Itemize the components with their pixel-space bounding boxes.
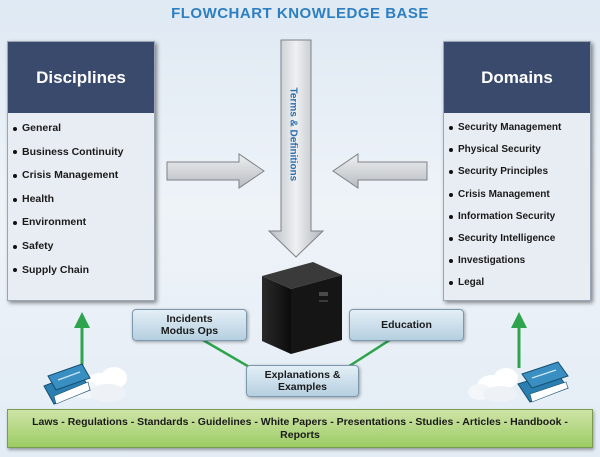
list-item: Safety [13,235,154,259]
education-bubble: Education [349,309,464,341]
list-item: Physical Security [449,139,590,161]
list-item: Crisis Management [449,184,590,206]
disciplines-panel: Disciplines General Business Continuity … [7,41,155,301]
list-item: Health [13,188,154,212]
domains-list: Security Management Physical Security Se… [444,113,590,295]
page-title: FLOWCHART KNOWLEDGE BASE [171,5,429,22]
server-icon [262,262,342,354]
sources-bar: Laws - Regulations - Standards - Guideli… [7,409,593,448]
disciplines-list: General Business Continuity Crisis Manag… [8,113,154,282]
left-arrow [332,153,428,189]
terms-definitions-label: Terms & Definitions [287,87,299,182]
books-icon [517,361,569,403]
list-item: Crisis Management [13,164,154,188]
list-item: Business Continuity [13,141,154,165]
list-item: Supply Chain [13,259,154,283]
list-item: General [13,117,154,141]
center-down-arrow [267,39,325,258]
list-item: Investigations [449,250,590,272]
incidents-bubble: Incidents Modus Ops [132,309,247,341]
right-arrow [166,153,265,189]
sources-text: Laws - Regulations - Standards - Guideli… [32,415,568,441]
domains-heading: Domains [444,42,590,113]
list-item: Security Management [449,117,590,139]
list-item: Security Intelligence [449,228,590,250]
disciplines-heading: Disciplines [8,42,154,113]
list-item: Security Principles [449,161,590,183]
list-item: Information Security [449,206,590,228]
list-item: Environment [13,211,154,235]
explanations-bubble: Explanations & Examples [246,365,359,397]
list-item: Legal [449,272,590,294]
books-icon [43,363,91,405]
cloud-icon [468,368,518,402]
domains-panel: Domains Security Management Physical Sec… [443,41,591,301]
